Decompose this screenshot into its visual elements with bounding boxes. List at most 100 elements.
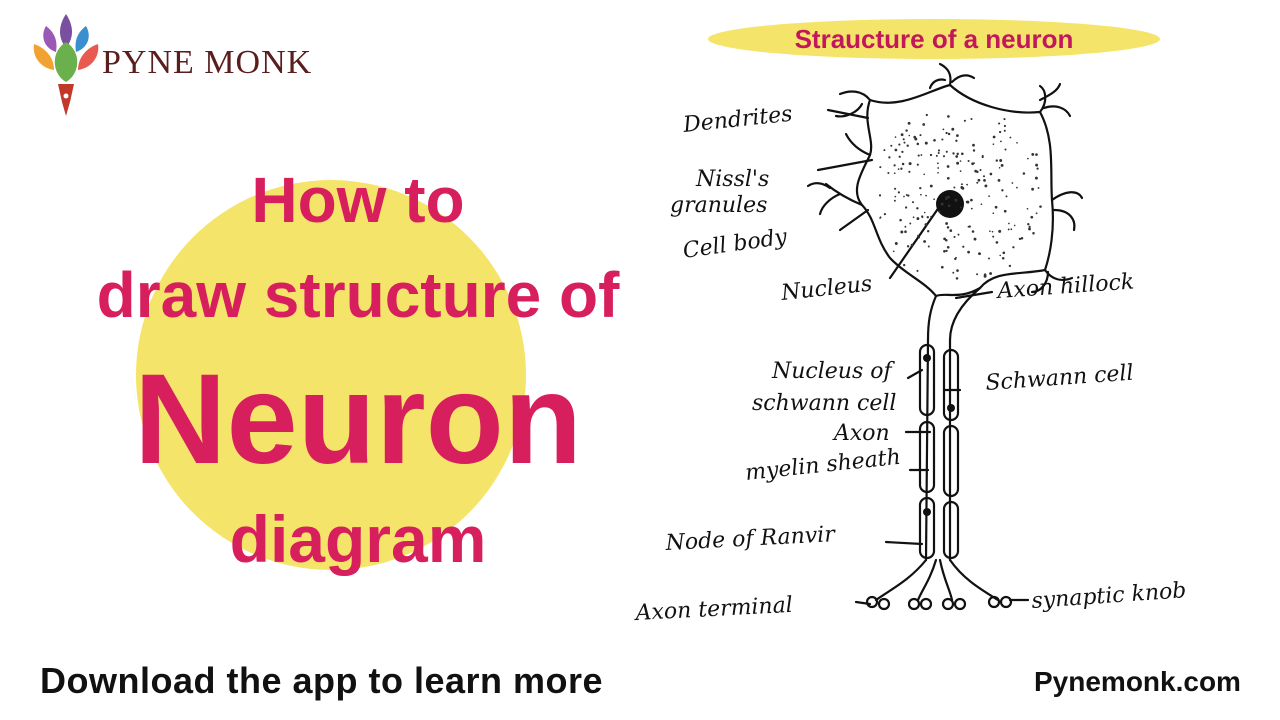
nissl-granule-dot	[966, 200, 970, 204]
nissl-granule-dot	[952, 152, 955, 155]
nissl-granule-dot	[992, 143, 995, 146]
nissl-granule-dot	[989, 230, 991, 233]
synaptic-knob	[907, 597, 921, 611]
nissl-granule-dot	[994, 205, 998, 209]
nissl-granule-dot	[927, 230, 930, 233]
leader-line	[888, 198, 946, 280]
label-axon-terminal: Axon terminal	[633, 593, 793, 626]
dendrite	[1030, 268, 1074, 294]
label-schwann-cell: Schwann cell	[985, 361, 1135, 396]
nissl-granule-dot	[929, 184, 933, 188]
nissl-granule-dot	[980, 203, 983, 206]
synaptic-knob	[953, 597, 967, 611]
nissl-granule-dot	[921, 216, 924, 219]
nissl-granule-dot	[906, 245, 910, 248]
nissl-granule-dot	[912, 216, 915, 219]
nissl-granule-dot	[898, 155, 901, 158]
nissl-granule-dot	[992, 212, 995, 215]
nissl-granule-dot	[1013, 224, 1016, 227]
nissl-granule-dot	[1001, 189, 1004, 192]
nissl-granule-dot	[878, 194, 882, 197]
synaptic-knob	[877, 597, 891, 611]
nissl-granule-dot	[917, 154, 920, 157]
nissl-granule-dot	[905, 129, 908, 132]
nissl-granule-dot	[999, 254, 1002, 257]
axon-terminal	[874, 558, 1000, 602]
nissl-granule-dot	[1012, 246, 1015, 249]
nissl-granule-dot	[945, 131, 948, 135]
synaptic-knob	[987, 595, 1001, 609]
nissl-granule-dot	[966, 183, 968, 186]
nissl-granule-dot	[883, 212, 887, 216]
nissl-granule-dot	[979, 168, 982, 172]
nissl-granule-dot	[952, 271, 955, 274]
nucleus	[936, 190, 964, 218]
download-app-cta: Download the app to learn more	[40, 660, 604, 701]
nissl-granule-dot	[908, 170, 911, 173]
nissl-granule-dot	[926, 216, 929, 219]
nissl-granule-dot	[1011, 182, 1014, 184]
nissl-granule-dot	[960, 206, 962, 209]
nissl-granule-dot	[902, 138, 905, 141]
nissl-granule-dot	[938, 210, 941, 213]
nissl-granule-dot	[1000, 163, 1004, 167]
nissl-granule-dot	[907, 194, 910, 197]
nissl-granule-dot	[916, 217, 920, 221]
nissl-granule-dot	[1000, 140, 1002, 143]
nissl-granule-dot	[943, 249, 946, 253]
nissl-granule-dot	[970, 117, 973, 121]
nissl-granule-dot	[955, 155, 959, 158]
nissl-granule-dot	[988, 257, 990, 260]
synaptic-knob	[919, 597, 933, 611]
nissl-granule-dot	[929, 153, 933, 157]
nissl-granule-dot	[946, 176, 950, 180]
nissl-granule-dot	[989, 272, 993, 275]
nissl-granule-dot	[956, 134, 959, 137]
axon-hillock	[926, 286, 982, 342]
nissl-granule-dot	[945, 249, 948, 252]
nissl-granule-dot	[911, 201, 915, 204]
nissl-granule-dot	[954, 198, 958, 202]
nissl-granule-dot	[1032, 232, 1035, 235]
nissl-granule-dot	[976, 273, 979, 276]
nissl-granule-dot	[910, 243, 914, 247]
label-cell-body: Cell body	[681, 225, 789, 264]
nissl-granule-dot	[1036, 167, 1039, 170]
nissl-granule-dot	[1010, 228, 1013, 231]
nissl-granule-dot	[903, 141, 906, 144]
myelin-segment	[918, 343, 936, 417]
nissl-granule-dot	[946, 245, 950, 249]
nissl-granule-dot	[1034, 176, 1038, 180]
nissl-granule-dot	[893, 199, 896, 202]
nissl-granule-dot	[953, 235, 956, 238]
nissl-granule-dot	[998, 130, 1002, 134]
nissl-granule-dot	[894, 242, 898, 245]
nissl-granule-dot	[1037, 187, 1040, 189]
leader-line	[838, 208, 870, 232]
schwann-nucleus	[923, 508, 931, 516]
nissl-granule-dot	[888, 156, 891, 159]
nissl-granule-dot	[898, 143, 901, 146]
nissl-granule-dot	[972, 149, 976, 152]
nissl-granule-dot	[925, 113, 928, 117]
nissl-granule-dot	[904, 225, 907, 228]
nissl-granule-dot	[973, 162, 975, 165]
nissl-granule-dot	[1001, 257, 1005, 260]
nissl-granule-dot	[992, 235, 995, 238]
nissl-granules	[878, 113, 1042, 280]
label-node-of-ranvier: Node of Ranvir	[664, 522, 837, 556]
nissl-granule-dot	[988, 195, 990, 197]
nissl-granule-dot	[916, 163, 919, 166]
nissl-granule-dot	[967, 159, 970, 163]
nissl-granule-dot	[1005, 195, 1008, 198]
synaptic-knob	[941, 597, 955, 611]
nissl-granule-dot	[959, 160, 962, 162]
nissl-granule-dot	[1002, 251, 1006, 255]
nissl-granule-dot	[970, 198, 973, 202]
nissl-granule-dot	[900, 133, 904, 137]
nissl-granule-dot	[991, 230, 994, 233]
nissl-granule-dot	[879, 216, 882, 219]
leader-line	[884, 540, 924, 546]
title-line-1: How to	[251, 164, 465, 236]
axon	[924, 338, 952, 562]
